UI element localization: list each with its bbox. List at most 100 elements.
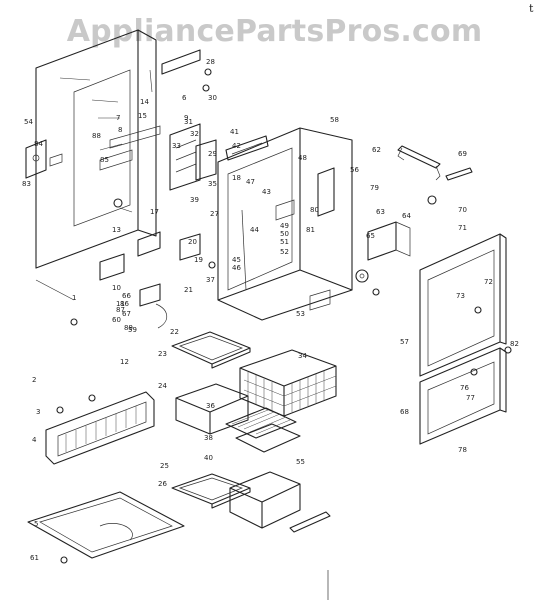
- callout-46: 46: [232, 264, 241, 272]
- callout-81: 81: [306, 226, 315, 234]
- callout-49: 49: [280, 222, 289, 230]
- callout-60: 60: [112, 316, 121, 324]
- callout-70: 70: [458, 206, 467, 214]
- callout-35: 35: [208, 180, 217, 188]
- callout-38: 38: [204, 434, 213, 442]
- callout-53: 53: [296, 310, 305, 318]
- base-pan: [27, 491, 185, 559]
- screws: [56, 318, 96, 564]
- glass-shelf: [171, 331, 251, 369]
- wire-shelf: [225, 407, 301, 453]
- callout-2: 2: [32, 376, 36, 384]
- callout-24: 24: [158, 382, 167, 390]
- callout-33: 33: [172, 142, 181, 150]
- callout-83: 83: [22, 180, 31, 188]
- callout-66: 66: [122, 292, 131, 300]
- callout-39: 39: [190, 196, 199, 204]
- callout-29: 29: [208, 150, 217, 158]
- fresh-food-door-panel: [419, 306, 512, 445]
- callout-6: 6: [182, 94, 187, 102]
- callout-34: 34: [298, 352, 307, 360]
- callout-84: 84: [34, 140, 43, 148]
- callout-10: 10: [112, 284, 121, 292]
- callout-31: 31: [184, 118, 193, 126]
- callout-43: 43: [262, 188, 271, 196]
- callout-28: 28: [206, 58, 215, 66]
- hinge-bracket: [25, 139, 63, 179]
- callout-68: 68: [400, 408, 409, 416]
- callout-54: 54: [24, 118, 33, 126]
- control-parts-column: [99, 49, 217, 329]
- callout-47: 47: [246, 178, 255, 186]
- callout-52: 52: [280, 248, 289, 256]
- callout-51: 51: [280, 238, 289, 246]
- callout-15: 15: [138, 112, 147, 120]
- hinge-pin: [427, 167, 473, 205]
- toe-grille: [45, 391, 155, 465]
- callout-7: 7: [116, 114, 120, 122]
- callout-72: 72: [484, 278, 493, 286]
- callout-77: 77: [466, 394, 475, 402]
- freezer-liner: [217, 127, 353, 321]
- callout-40: 40: [204, 454, 213, 462]
- callout-79: 79: [370, 184, 379, 192]
- callout-30: 30: [208, 94, 217, 102]
- callout-69: 69: [458, 150, 467, 158]
- callout-44: 44: [250, 226, 259, 234]
- callout-12: 12: [120, 358, 129, 366]
- callout-56: 56: [350, 166, 359, 174]
- callout-45: 45: [232, 256, 241, 264]
- callout-71: 71: [458, 224, 467, 232]
- callout-21: 21: [184, 286, 193, 294]
- callout-58: 58: [330, 116, 339, 124]
- callout-9: 9: [184, 114, 188, 122]
- callout-25: 25: [160, 462, 169, 470]
- meat-drawer-cover: [171, 473, 251, 509]
- callout-27: 27: [210, 210, 219, 218]
- callout-55: 55: [296, 458, 305, 466]
- callout-5: 5: [34, 520, 38, 528]
- freezer-door-panel: [419, 233, 507, 377]
- cabinet-side-panel: [35, 29, 161, 301]
- callout-18: 18: [232, 174, 241, 182]
- callout-19: 19: [194, 256, 203, 264]
- callout-57: 57: [400, 338, 409, 346]
- callout-36: 36: [206, 402, 215, 410]
- callout-labels: 1234567891011121314151718192021222324252…: [22, 58, 519, 562]
- callout-59: 59: [128, 326, 137, 334]
- callout-61: 61: [30, 554, 39, 562]
- callout-82: 82: [510, 340, 519, 348]
- callout-78: 78: [458, 446, 467, 454]
- callout-64: 64: [402, 212, 411, 220]
- callout-42: 42: [232, 142, 241, 150]
- callout-1: 1: [72, 294, 76, 302]
- callout-41: 41: [230, 128, 239, 136]
- callout-80: 80: [310, 206, 319, 214]
- crisper-drawer: [175, 383, 249, 435]
- callout-86: 86: [120, 300, 129, 308]
- callout-32: 32: [190, 130, 199, 138]
- callout-48: 48: [298, 154, 307, 162]
- callout-26: 26: [158, 480, 167, 488]
- corner-mark: t: [529, 2, 534, 15]
- callout-17: 17: [150, 208, 159, 216]
- callout-20: 20: [188, 238, 197, 246]
- callout-13: 13: [112, 226, 121, 234]
- callout-22: 22: [170, 328, 179, 336]
- callout-11: 11: [116, 300, 125, 308]
- callout-87: 87: [116, 306, 125, 314]
- callout-67: 67: [122, 310, 131, 318]
- callout-62: 62: [372, 146, 381, 154]
- callout-63: 63: [376, 208, 385, 216]
- callout-85: 85: [100, 156, 109, 164]
- callout-37: 37: [206, 276, 215, 284]
- door-handle: [397, 145, 441, 181]
- callout-65: 65: [366, 232, 375, 240]
- callout-3: 3: [36, 408, 40, 416]
- callout-8: 8: [118, 126, 122, 134]
- meat-drawer: [229, 471, 301, 529]
- callout-73: 73: [456, 292, 465, 300]
- callout-4: 4: [32, 436, 37, 444]
- callout-76: 76: [460, 384, 469, 392]
